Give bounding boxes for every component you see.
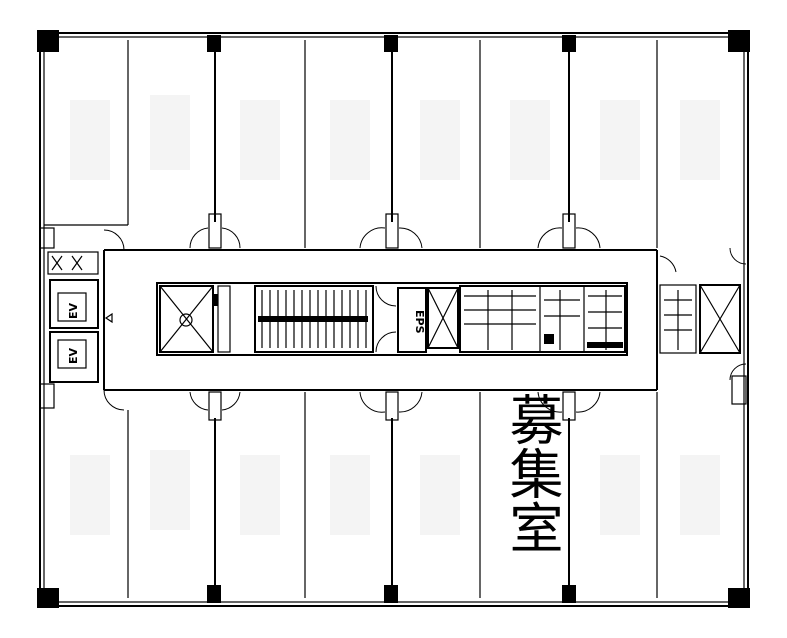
elevator-label-2: EV	[67, 347, 80, 364]
central-core	[156, 282, 628, 356]
door-swings	[103, 227, 747, 413]
corner-pillars	[37, 30, 750, 608]
top-pillars	[207, 35, 576, 603]
eps-label: EPS	[413, 310, 426, 334]
elevator-label-1: EV	[67, 302, 80, 319]
right-service-area	[659, 284, 741, 354]
top-partitions	[39, 40, 658, 249]
elevator-hall	[47, 251, 113, 383]
vacancy-label: 募集室	[500, 392, 563, 554]
outer-walls	[39, 32, 749, 607]
corridor	[103, 249, 658, 391]
stair-treads	[258, 290, 368, 348]
bottom-partitions	[39, 375, 747, 598]
window-marks	[70, 95, 720, 535]
